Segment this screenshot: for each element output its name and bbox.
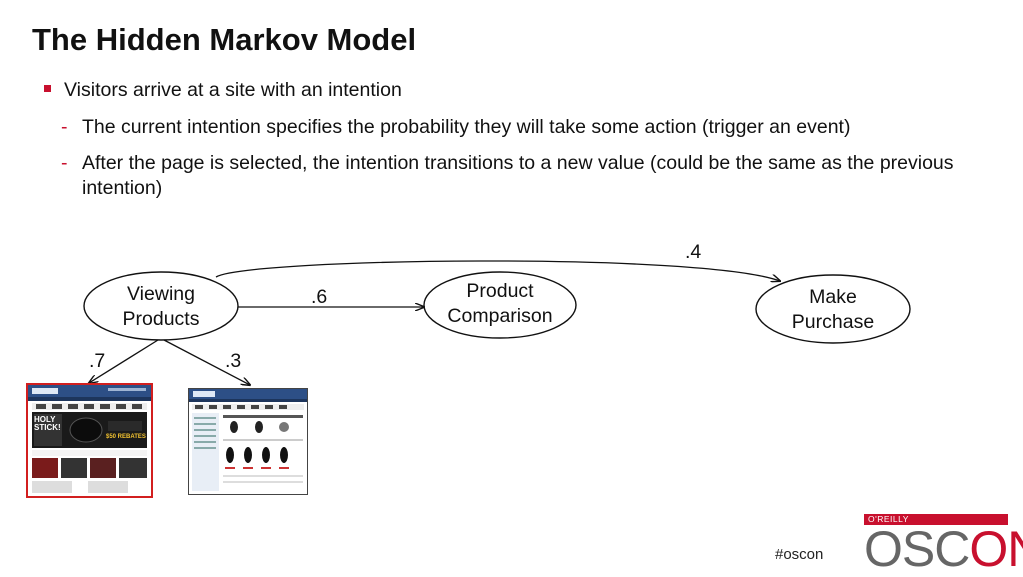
edge-to-page-a bbox=[89, 339, 159, 383]
oscon-logo-part: ON bbox=[969, 521, 1023, 577]
edge-label-to-comparison: .6 bbox=[311, 286, 328, 308]
node-comparison-label: Product Comparison bbox=[428, 279, 572, 329]
node-label-line: Viewing bbox=[127, 283, 195, 305]
bullet-text: Visitors arrive at a site with an intent… bbox=[64, 79, 402, 101]
bullet-item: Visitors arrive at a site with an intent… bbox=[44, 78, 994, 103]
edge-to-purchase bbox=[215, 260, 780, 281]
node-label-line: Make bbox=[809, 286, 857, 308]
sub-bullet-text: The current intention specifies the prob… bbox=[82, 116, 851, 139]
oscon-logo: OSCON bbox=[864, 521, 1023, 577]
node-make-purchase bbox=[755, 274, 911, 344]
oreilly-logo-bar: O'REILLY bbox=[864, 514, 1008, 525]
edge-label-to-purchase: .4 bbox=[685, 241, 702, 263]
sub-bullet-text: After the page is selected, the intentio… bbox=[82, 151, 954, 200]
node-viewing-label: Viewing Products bbox=[96, 282, 226, 332]
dash-bullet-marker: - bbox=[61, 116, 68, 139]
node-viewing-products bbox=[83, 271, 239, 341]
node-label-line: Comparison bbox=[447, 304, 553, 327]
product-listing-screenshot bbox=[28, 385, 151, 493]
footer-hashtag: #oscon bbox=[775, 546, 824, 563]
node-label-line: Purchase bbox=[791, 310, 875, 333]
sub-bullet-item: - The current intention specifies the pr… bbox=[44, 115, 994, 140]
node-purchase-label: Make Purchase bbox=[768, 285, 898, 335]
dash-bullet-marker: - bbox=[61, 151, 68, 174]
sub-bullet-item: - After the page is selected, the intent… bbox=[44, 151, 994, 202]
edge-to-page-b bbox=[163, 339, 250, 385]
edge-label-to-page-a: .7 bbox=[89, 350, 106, 372]
product-catalog-screenshot bbox=[189, 389, 307, 491]
edge-label-to-page-b: .3 bbox=[225, 350, 242, 372]
thumbnail-banner: $50 REBATES bbox=[106, 434, 146, 440]
page-thumbnail-product-catalog bbox=[188, 388, 308, 495]
page-thumbnail-product-listing: HOLY STICK! $50 REBATES bbox=[26, 383, 153, 498]
bullet-list: Visitors arrive at a site with an intent… bbox=[44, 78, 994, 211]
oscon-logo-part: OSC bbox=[864, 521, 970, 577]
node-label-line: Products bbox=[122, 307, 200, 330]
slide-title: The Hidden Markov Model bbox=[32, 22, 417, 57]
node-label-line: Product bbox=[466, 280, 534, 302]
thumbnail-headline: HOLY STICK! bbox=[34, 415, 61, 432]
square-bullet-icon bbox=[44, 85, 51, 92]
